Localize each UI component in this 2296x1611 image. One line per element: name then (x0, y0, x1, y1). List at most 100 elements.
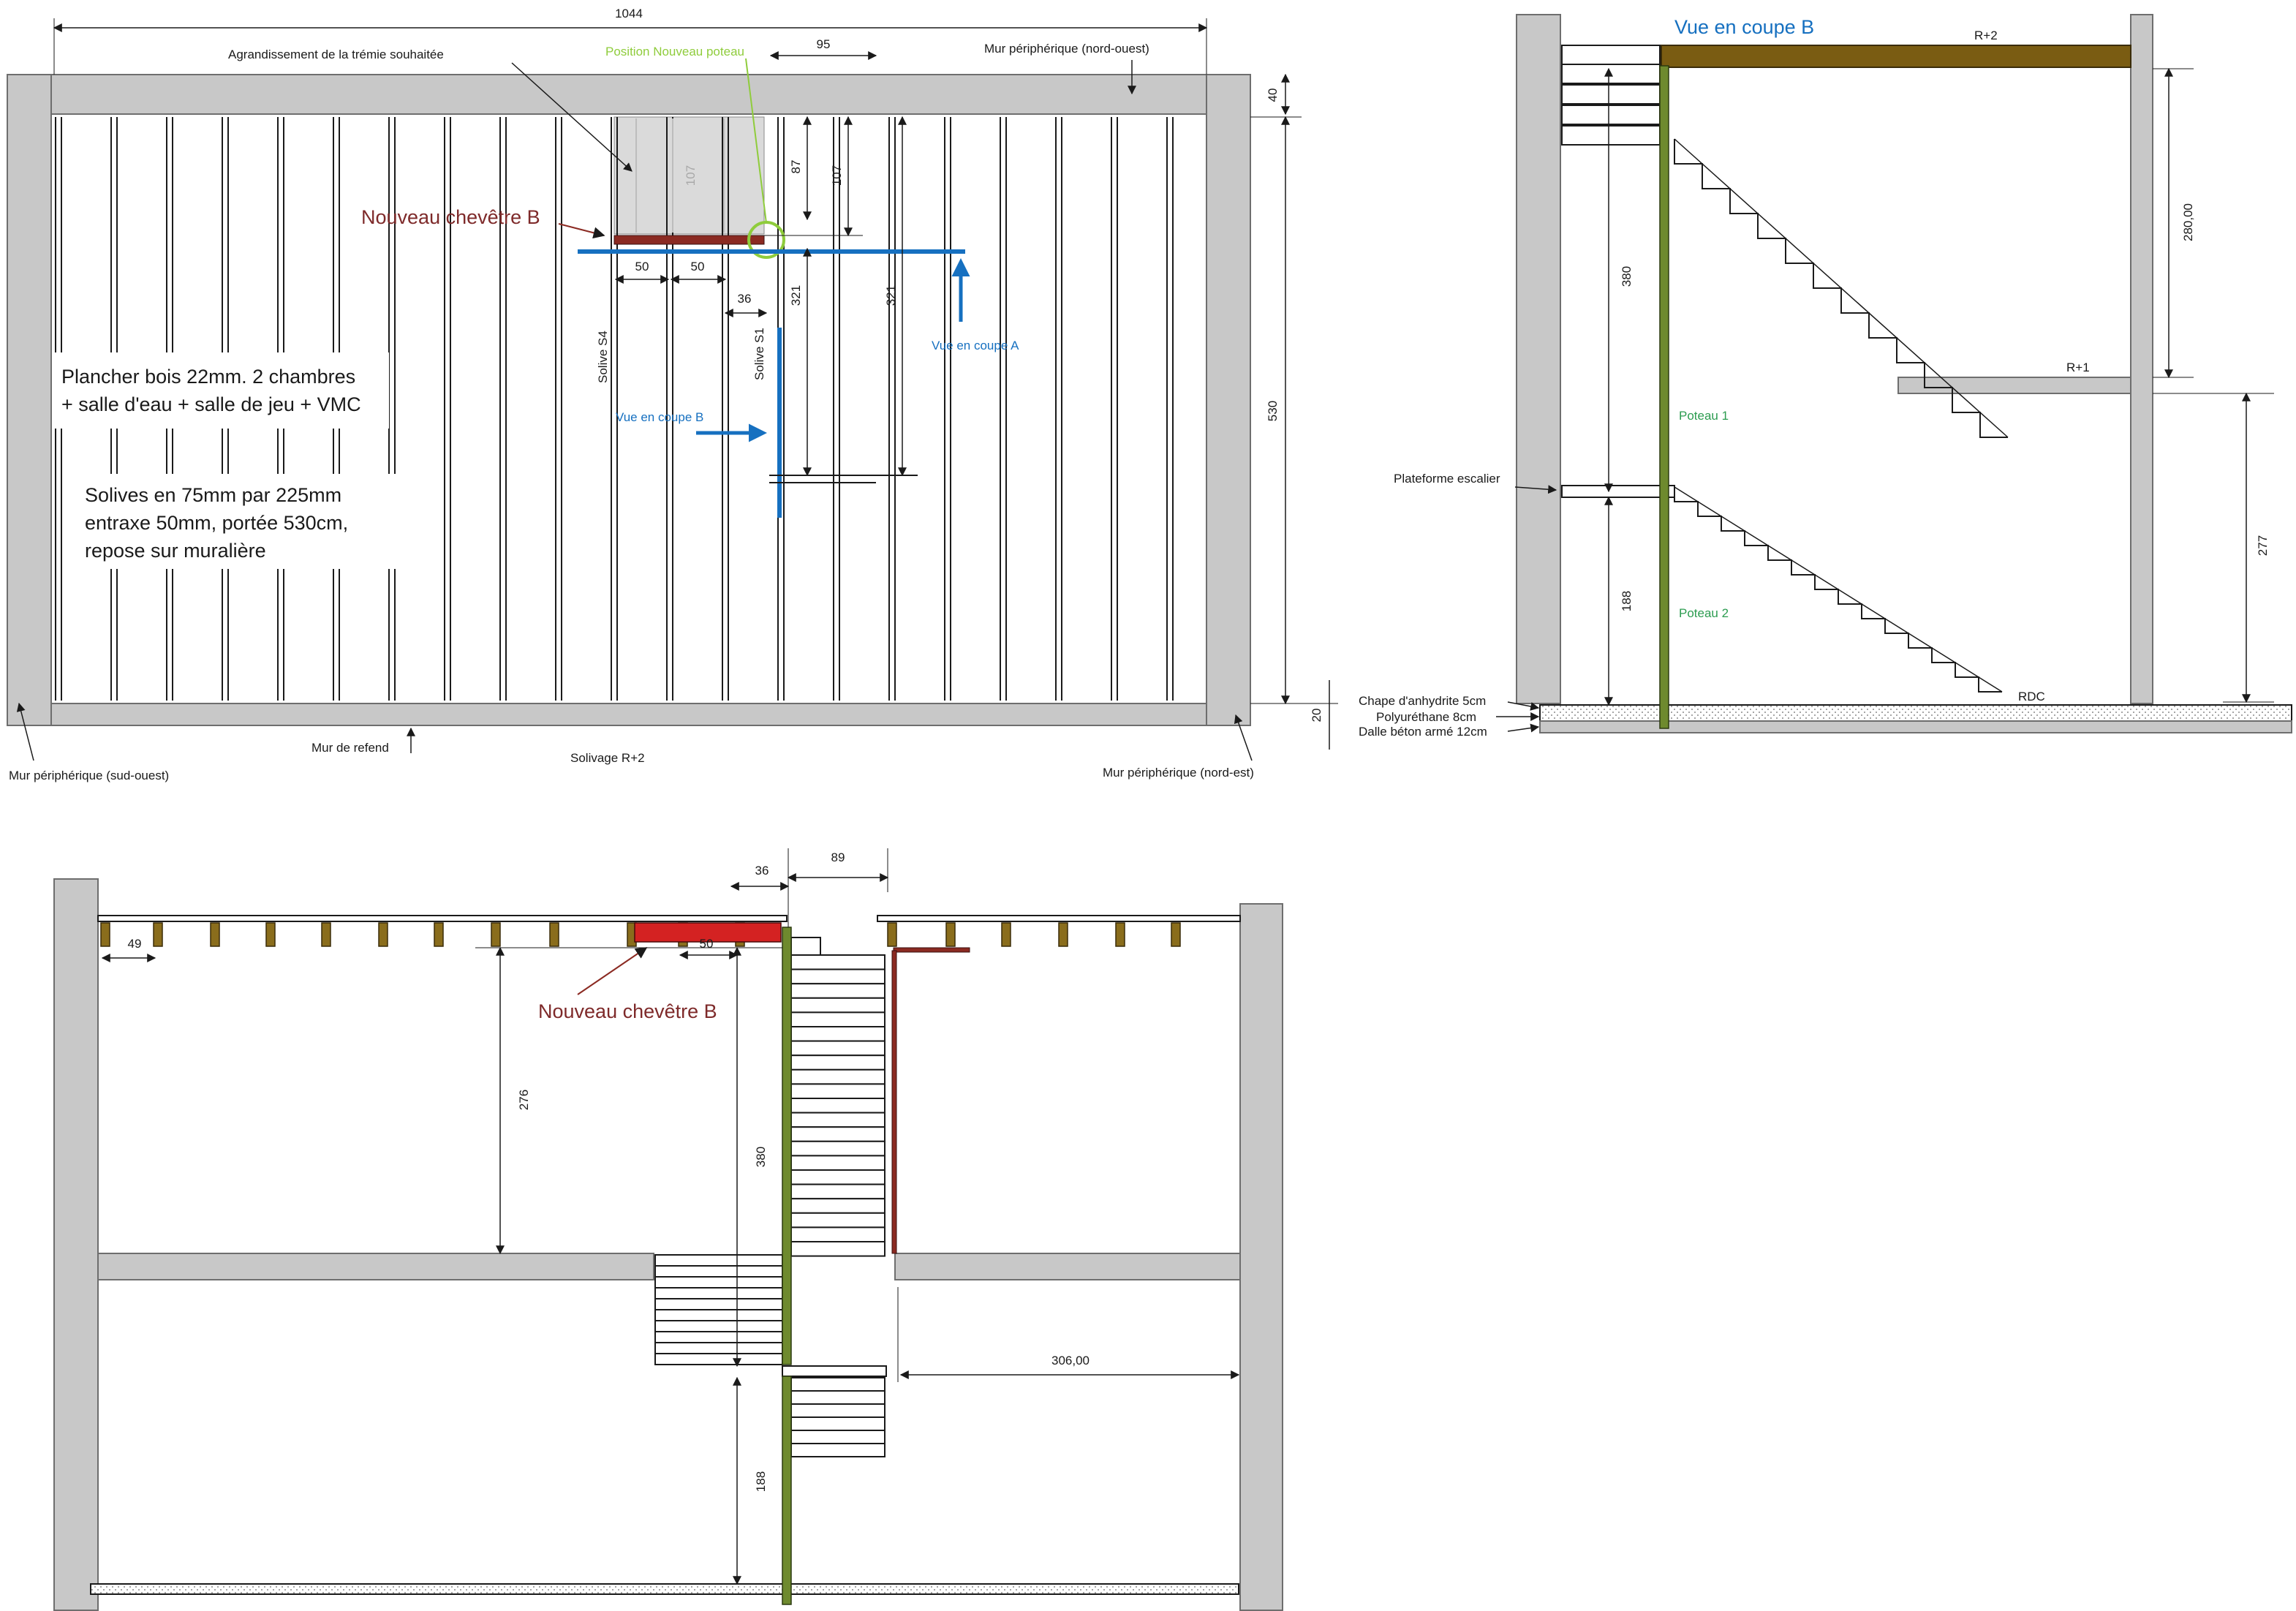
sa-joist-3 (210, 922, 220, 947)
label-vue-coupe-a: Vue en coupe A (932, 339, 1019, 352)
sb-label-poteau1: Poteau 1 (1679, 409, 1729, 423)
sb-ground-base (1539, 720, 2292, 733)
leader-mur-so (16, 702, 34, 761)
label-mur-refend: Mur de refend (311, 741, 389, 755)
sb-label-polyurethane: Polyuréthane 8cm (1376, 710, 1476, 724)
sa-stair-upper (790, 937, 885, 1257)
sa-upper-stair-tread-16 (790, 1169, 885, 1185)
sa-lower-stair-tread-6 (790, 1443, 885, 1457)
sa-middle-stair-tread-7 (654, 1320, 783, 1332)
sa-upper-stair-tread-1 (790, 954, 885, 970)
plan-view: 1044 95 40 87 107 107 50 50 36 321 321 5… (7, 7, 1338, 782)
sa-dim-276: 276 (517, 1090, 531, 1110)
sa-floor-left (97, 915, 788, 922)
sa-upper-stair-tread-11 (790, 1098, 885, 1114)
plan-dim-20: 20 (1310, 709, 1323, 723)
note1-line1: Plancher bois 22mm. 2 chambres (61, 366, 355, 388)
sa-middle-stair-tread-8 (654, 1331, 783, 1343)
sa-upper-stair-tread-6 (790, 1026, 885, 1042)
sa-joist-15 (1001, 922, 1011, 947)
section-a-view: 36 89 49 50 276 380 188 306,00 Nouveau c… (53, 848, 1283, 1611)
sa-joist-1 (100, 922, 110, 947)
label-solivage-r2: Solivage R+2 (570, 751, 645, 765)
sa-stair-lower (790, 1377, 885, 1457)
note1-line2: + salle d'eau + salle de jeu + VMC (61, 393, 361, 415)
sa-new-beam-vertical (891, 950, 897, 1254)
label-nouveau-chevetre-plan: Nouveau chevêtre B (361, 206, 540, 228)
sa-stair-top-nosing (790, 937, 821, 956)
label-mur-nord-est: Mur périphérique (nord-est) (1103, 766, 1254, 780)
sa-dim-188: 188 (754, 1471, 768, 1492)
sa-label-nouveau-chevetre: Nouveau chevêtre B (538, 1000, 717, 1022)
sa-upper-stair-tread-20 (790, 1226, 885, 1243)
plan-wall-south (7, 703, 1251, 726)
plan-dim-40: 40 (1266, 88, 1280, 102)
note2-line1: Solives en 75mm par 225mm (85, 484, 341, 506)
note-box-2 (76, 474, 402, 569)
plan-dim-50a: 50 (635, 260, 649, 273)
note-box-1 (54, 352, 389, 429)
sa-middle-stair-tread-3 (654, 1276, 783, 1289)
plan-dim-50b: 50 (691, 260, 705, 273)
sa-upper-stair-tread-14 (790, 1140, 885, 1157)
sa-upper-stair-tread-2 (790, 968, 885, 985)
sa-middle-stair-tread-1 (654, 1254, 783, 1267)
sb-stair-upper (1674, 138, 2009, 438)
new-post-leader (745, 58, 767, 224)
sb-dim-380: 380 (1620, 266, 1634, 287)
sb-wall-right (2130, 14, 2153, 704)
note2-line2: entraxe 50mm, portée 530cm, (85, 512, 348, 534)
sa-dim-306: 306,00 (1051, 1354, 1090, 1367)
sb-wall-left (1516, 14, 1561, 704)
sa-joist-6 (378, 922, 388, 947)
sb-label-r1: R+1 (2066, 361, 2090, 374)
leader-chevetre (558, 223, 605, 239)
sa-upper-stair-tread-8 (790, 1054, 885, 1071)
sb-r1-slab (1897, 377, 2131, 394)
sa-new-beam-red (634, 922, 782, 943)
sa-middle-stair-tread-10 (654, 1353, 783, 1365)
sa-dim-36: 36 (755, 864, 769, 878)
sb-joist-end-3 (1561, 84, 1661, 105)
plan-dim-530: 530 (1266, 401, 1280, 421)
sa-lower-stair-tread-4 (790, 1416, 885, 1431)
sb-label-dalle: Dalle béton armé 12cm (1359, 725, 1487, 739)
sa-joist-2 (153, 922, 163, 947)
sa-upper-stair-tread-7 (790, 1040, 885, 1057)
sa-dim-89: 89 (831, 850, 845, 864)
plan-dim-321a: 321 (789, 285, 803, 306)
sa-joist-5 (321, 922, 331, 947)
sa-middle-stair-tread-5 (654, 1298, 783, 1310)
sa-lower-stair-tread-3 (790, 1403, 885, 1418)
sa-joist-13 (887, 922, 897, 947)
sb-label-poteau2: Poteau 2 (1679, 606, 1729, 620)
sb-platform (1561, 485, 1675, 498)
sa-middle-stair-tread-4 (654, 1287, 783, 1299)
sa-lower-stair-tread-2 (790, 1390, 885, 1405)
sa-dim-49: 49 (128, 937, 142, 951)
plan-new-beam (613, 235, 765, 245)
sb-dim-277: 277 (2256, 535, 2270, 556)
sb-dim-280: 280,00 (2181, 203, 2195, 241)
sa-upper-stair-tread-21 (790, 1241, 885, 1257)
sa-upper-stair-tread-5 (790, 1011, 885, 1028)
sa-upper-stair-tread-19 (790, 1212, 885, 1229)
sa-middle-stair-tread-6 (654, 1309, 783, 1321)
sb-label-plateforme: Plateforme escalier (1394, 472, 1500, 486)
sa-joist-18 (1171, 922, 1181, 947)
sb-leader-dalle (1507, 723, 1540, 733)
sb-joist-end-1 (1561, 45, 1661, 65)
sb-joist-end-4 (1561, 105, 1661, 125)
sa-wall-left (53, 878, 99, 1611)
sa-joist-7 (434, 922, 444, 947)
opening-area (613, 116, 765, 235)
label-mur-nord-ouest: Mur périphérique (nord-ouest) (984, 42, 1149, 56)
sa-platform (782, 1365, 887, 1377)
sa-ground-slab (90, 1583, 1239, 1595)
plan-dim-87: 87 (789, 160, 803, 174)
sb-upper-stair-stringer (1674, 138, 2009, 438)
sa-upper-stair-tread-3 (790, 983, 885, 999)
sb-post (1659, 65, 1669, 729)
sa-joist-8 (491, 922, 501, 947)
leader-tremie (511, 62, 632, 172)
